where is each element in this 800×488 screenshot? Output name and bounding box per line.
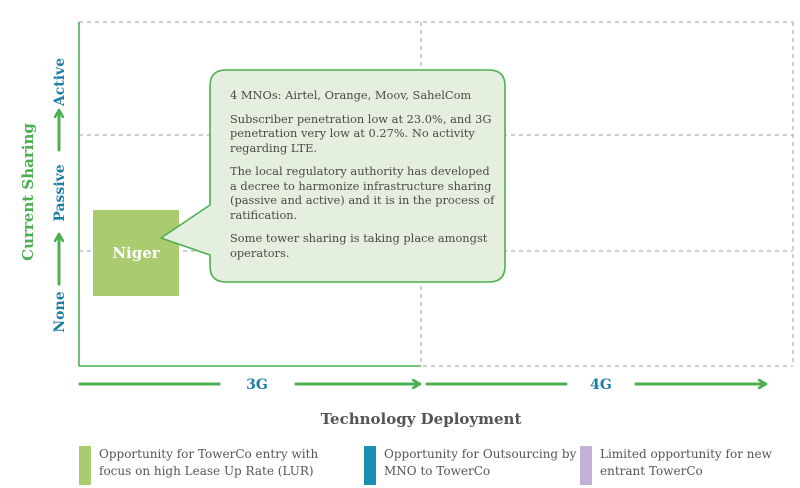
legend-swatch-green [79, 446, 91, 485]
x-axis-title: Technology Deployment [321, 410, 522, 428]
country-box-niger [93, 210, 179, 296]
x-segment-3g: 3G [246, 377, 268, 393]
callout-paragraph-mnos: 4 MNOs: Airtel, Orange, Moov, SahelCom [230, 88, 472, 102]
callout-paragraph-penetration: Subscriber penetration low at 23.0%, and… [230, 111, 492, 155]
legend-item-limited-opportunity: Limited opportunity for new entrant Towe… [580, 446, 800, 485]
callout-paragraph-regulation: The local regulatory authority has devel… [230, 164, 495, 222]
plot-axes [78, 22, 421, 367]
y-level-passive: Passive [52, 164, 68, 221]
legend-item-towerco-entry: Opportunity for TowerCo entry with focus… [79, 446, 349, 485]
legend-label: Opportunity for TowerCo entry with focus… [99, 447, 319, 478]
y-axis-title: Current Sharing [19, 123, 37, 261]
x-segment-4g: 4G [590, 377, 612, 393]
callout-bubble [160, 69, 506, 283]
country-label: Niger [112, 244, 160, 262]
legend-item-outsourcing: Opportunity for Outsourcing by MNO to To… [364, 446, 584, 485]
y-level-active: Active [52, 58, 68, 107]
y-level-none: None [52, 291, 68, 332]
callout-text: 4 MNOs: Airtel, Orange, Moov, SahelCom S… [230, 88, 498, 269]
legend-label: Limited opportunity for new entrant Towe… [600, 447, 772, 478]
legend-swatch-blue [364, 446, 376, 485]
callout-paragraph-tower-sharing: Some tower sharing is taking place among… [230, 231, 488, 260]
legend-swatch-purple [580, 446, 592, 485]
legend-label: Opportunity for Outsourcing by MNO to To… [384, 447, 577, 478]
